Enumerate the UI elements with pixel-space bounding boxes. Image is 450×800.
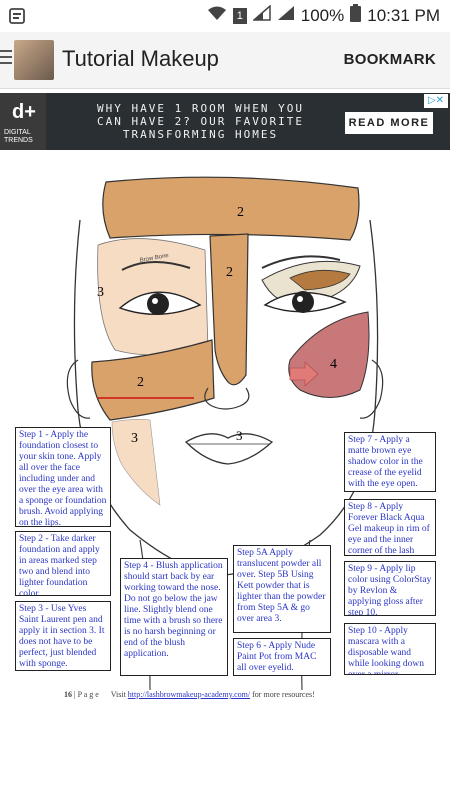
- ad-brand-logo: d+ DIGITAL TRENDS: [0, 93, 46, 150]
- ad-line-3: TRANSFORMING HOMES: [122, 128, 279, 141]
- ear-outline: [66, 359, 91, 419]
- left-eyebrow: [121, 260, 191, 271]
- label-nose: 2: [226, 265, 233, 280]
- label-jaw: 3: [131, 431, 138, 446]
- step-3-box: Step 3 - Use Yves Saint Laurent pen and …: [15, 601, 111, 671]
- wifi-icon: [207, 5, 227, 26]
- app-title: Tutorial Makeup: [62, 46, 219, 71]
- blush-area: [288, 311, 370, 398]
- label-left-eye-area: 3: [97, 285, 104, 300]
- signal-icon: [251, 4, 271, 26]
- battery-level: 100%: [300, 5, 345, 25]
- ad-line-1: WHY HAVE 1 ROOM WHEN YOU: [97, 102, 304, 115]
- nose-contour: [209, 233, 249, 386]
- page-word: | P a g e: [74, 690, 99, 699]
- label-cheek-contour: 2: [137, 375, 144, 390]
- ad-headline: WHY HAVE 1 ROOM WHEN YOU CAN HAVE 2? OUR…: [58, 102, 343, 141]
- resource-link[interactable]: http://lashbrowmakeup-academy.com/: [127, 690, 251, 699]
- status-bar: 1 100% 10:31 PM: [0, 0, 450, 32]
- lips-outline: [184, 433, 274, 465]
- signal-icon-2: [277, 5, 295, 26]
- label-lips: 3: [236, 428, 243, 443]
- crease-shadow: [289, 269, 351, 291]
- bookmark-button[interactable]: BOOKMARK: [343, 51, 436, 68]
- app-bar: Tutorial Makeup BOOKMARK: [0, 32, 450, 89]
- step-4-box: Step 4 - Blush application should start …: [120, 558, 228, 676]
- left-iris: [147, 293, 169, 315]
- ad-line-2: CAN HAVE 2? OUR FAVORITE: [97, 115, 304, 128]
- footer-suffix: for more resources!: [252, 690, 315, 699]
- page-number: 16: [64, 690, 72, 699]
- notification-icon: [8, 7, 26, 30]
- label-forehead: 2: [237, 205, 244, 220]
- step-1-box: Step 1 - Apply the foundation closest to…: [15, 427, 111, 527]
- step-6-box: Step 6 - Apply Nude Paint Pot from MAC a…: [233, 638, 331, 676]
- jaw-highlight: [111, 419, 161, 506]
- step-10-box: Step 10 - Apply mascara with a disposabl…: [344, 623, 436, 675]
- blush-arrow: [289, 361, 319, 387]
- visit-text: Visit: [110, 690, 126, 699]
- makeup-chart: 2 2 3 2 3 3 4 Brow Bone Step 1 - Apply t…: [0, 150, 450, 800]
- step-8-box: Step 8 - Apply Forever Black Aqua Gel ma…: [344, 499, 436, 556]
- step-7-box: Step 7 - Apply a matte brown eye shadow …: [344, 432, 436, 492]
- ad-read-more-button[interactable]: READ MORE: [345, 112, 433, 134]
- ad-choices-icon[interactable]: ▷✕: [424, 94, 448, 108]
- page-footer: 16 | P a g e Visit http://lashbrowmakeup…: [64, 690, 315, 699]
- nose-outline: [204, 387, 250, 410]
- ad-banner[interactable]: d+ DIGITAL TRENDS WHY HAVE 1 ROOM WHEN Y…: [0, 93, 450, 150]
- brand-glyph: d+: [12, 101, 36, 123]
- right-iris: [292, 291, 314, 313]
- right-eyebrow: [261, 255, 341, 269]
- brand-name: DIGITAL TRENDS: [4, 129, 33, 144]
- app-logo-thumbnail: [14, 40, 54, 80]
- sim-badge: 1: [232, 7, 247, 24]
- step-9-box: Step 9 - Apply lip color using ColorStay…: [344, 561, 436, 616]
- menu-icon[interactable]: [0, 50, 12, 68]
- cheek-contour: [91, 339, 215, 421]
- brow-bone-note: Brow Bone: [139, 253, 170, 264]
- battery-icon: [350, 4, 362, 27]
- forehead-contour: [102, 176, 360, 241]
- face-diagram: 2 2 3 2 3 3 4 Brow Bone: [66, 176, 384, 690]
- label-blush: 4: [330, 357, 337, 372]
- step-2-box: Step 2 - Take darker foundation and appl…: [15, 531, 111, 596]
- step-5-box: Step 5A Apply translucent powder all ove…: [233, 545, 331, 633]
- clock: 10:31 PM: [367, 5, 440, 25]
- ear-outline-right: [359, 359, 384, 419]
